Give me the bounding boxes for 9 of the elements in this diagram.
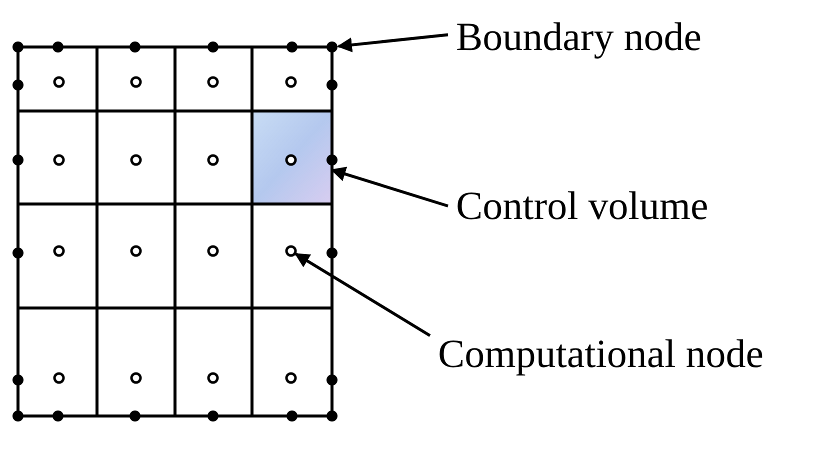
arrow [336, 33, 448, 52]
callout-label: Control volume [456, 183, 708, 229]
callout-label: Boundary node [456, 14, 702, 60]
control-volume-cell [252, 111, 332, 204]
computational-node-circle [285, 245, 297, 257]
arrow [294, 252, 431, 337]
arrow [330, 166, 448, 208]
boundary-node-dot [326, 42, 338, 52]
callout-label: Computational node [438, 331, 764, 377]
